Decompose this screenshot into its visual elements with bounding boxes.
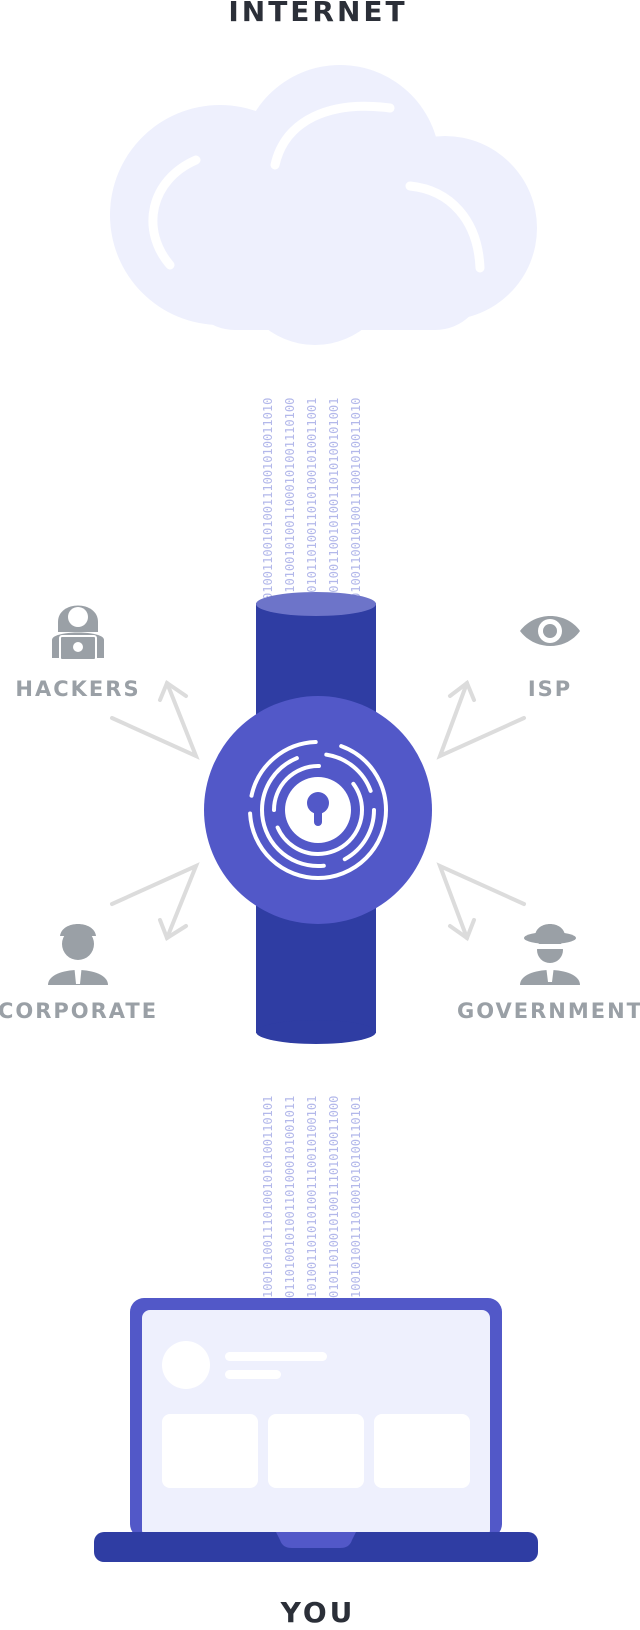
isp-label: ISP <box>528 677 572 701</box>
binary-column: 1001010011101001010100110101 <box>261 1096 275 1298</box>
binary-column: 0100110010100111001010011010 <box>349 398 363 600</box>
binary-column: 1001010011101001010100110101 <box>349 1096 363 1298</box>
binary-column: 1101001010011000101001110100 <box>283 398 297 600</box>
keyhole-shield-icon <box>204 696 432 924</box>
eye-icon <box>520 616 580 646</box>
binary-stream-top: 0100110010100111001010011010 11010010100… <box>261 398 363 600</box>
binary-column: 0101101001010011101010011000 <box>327 1096 341 1298</box>
deflect-arrows <box>110 679 526 942</box>
you-label: YOU <box>280 1596 356 1629</box>
corporate-label: CORPORATE <box>0 999 158 1023</box>
binary-column: 0100110010100111001010011010 <box>261 398 275 600</box>
binary-column: 1010011001010011010100101001 <box>327 398 341 600</box>
binary-column: 1010011010101001110010100101 <box>305 1096 319 1298</box>
binary-column: 0010110100110101001010011001 <box>305 398 319 600</box>
binary-column: 0110100101001101000101001011 <box>283 1096 297 1298</box>
laptop-icon <box>94 1298 538 1562</box>
hacker-icon <box>52 605 104 661</box>
government-label: GOVERNMENT <box>457 999 640 1023</box>
cloud-icon <box>110 65 537 345</box>
businessman-icon <box>48 924 108 985</box>
internet-label: INTERNET <box>228 0 407 28</box>
spy-icon <box>520 924 580 985</box>
binary-stream-bottom: 1001010011101001010100110101 01101001010… <box>261 1096 363 1298</box>
hackers-label: HACKERS <box>15 677 140 701</box>
